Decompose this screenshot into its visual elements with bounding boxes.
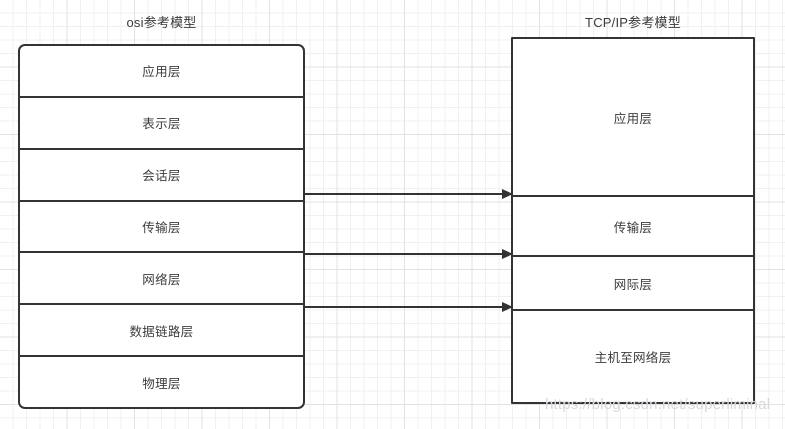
osi-layer-stack: 应用层 表示层 会话层 传输层 网络层 数据链路层 物理层: [18, 44, 305, 409]
osi-layer-application[interactable]: 应用层: [20, 46, 303, 96]
arrow-icon-network-to-internet: [305, 302, 513, 312]
tcpip-layer-host-to-network[interactable]: 主机至网络层: [513, 309, 753, 402]
osi-layer-label: 表示层: [142, 117, 181, 132]
osi-layer-physical[interactable]: 物理层: [20, 355, 303, 407]
osi-layer-label: 应用层: [142, 65, 181, 80]
osi-layer-label: 数据链路层: [129, 324, 194, 339]
tcpip-layer-application[interactable]: 应用层: [513, 39, 753, 195]
osi-layer-presentation[interactable]: 表示层: [20, 95, 303, 148]
tcpip-layer-label: 传输层: [613, 220, 653, 235]
osi-layer-label: 会话层: [142, 169, 181, 184]
arrow-icon-session-to-application: [305, 189, 513, 199]
tcpip-layer-internet[interactable]: 网际层: [513, 255, 753, 309]
tcpip-layer-label: 应用层: [613, 111, 653, 126]
osi-layer-label: 物理层: [142, 376, 181, 391]
arrow-icon-transport-to-transport: [305, 249, 513, 259]
osi-layer-data-link[interactable]: 数据链路层: [20, 303, 303, 355]
tcpip-model-title: TCP/IP参考模型: [585, 15, 681, 30]
osi-layer-transport[interactable]: 传输层: [20, 199, 303, 252]
tcpip-layer-transport[interactable]: 传输层: [513, 195, 753, 255]
tcpip-layer-stack: 应用层 传输层 网际层 主机至网络层: [511, 37, 755, 404]
osi-model-title: osi参考模型: [126, 15, 197, 30]
osi-layer-label: 网络层: [142, 272, 181, 287]
osi-layer-network[interactable]: 网络层: [20, 251, 303, 303]
osi-layer-session[interactable]: 会话层: [20, 147, 303, 200]
tcpip-layer-label: 网际层: [613, 277, 653, 292]
tcpip-layer-label: 主机至网络层: [594, 351, 672, 365]
osi-layer-label: 传输层: [142, 221, 181, 235]
